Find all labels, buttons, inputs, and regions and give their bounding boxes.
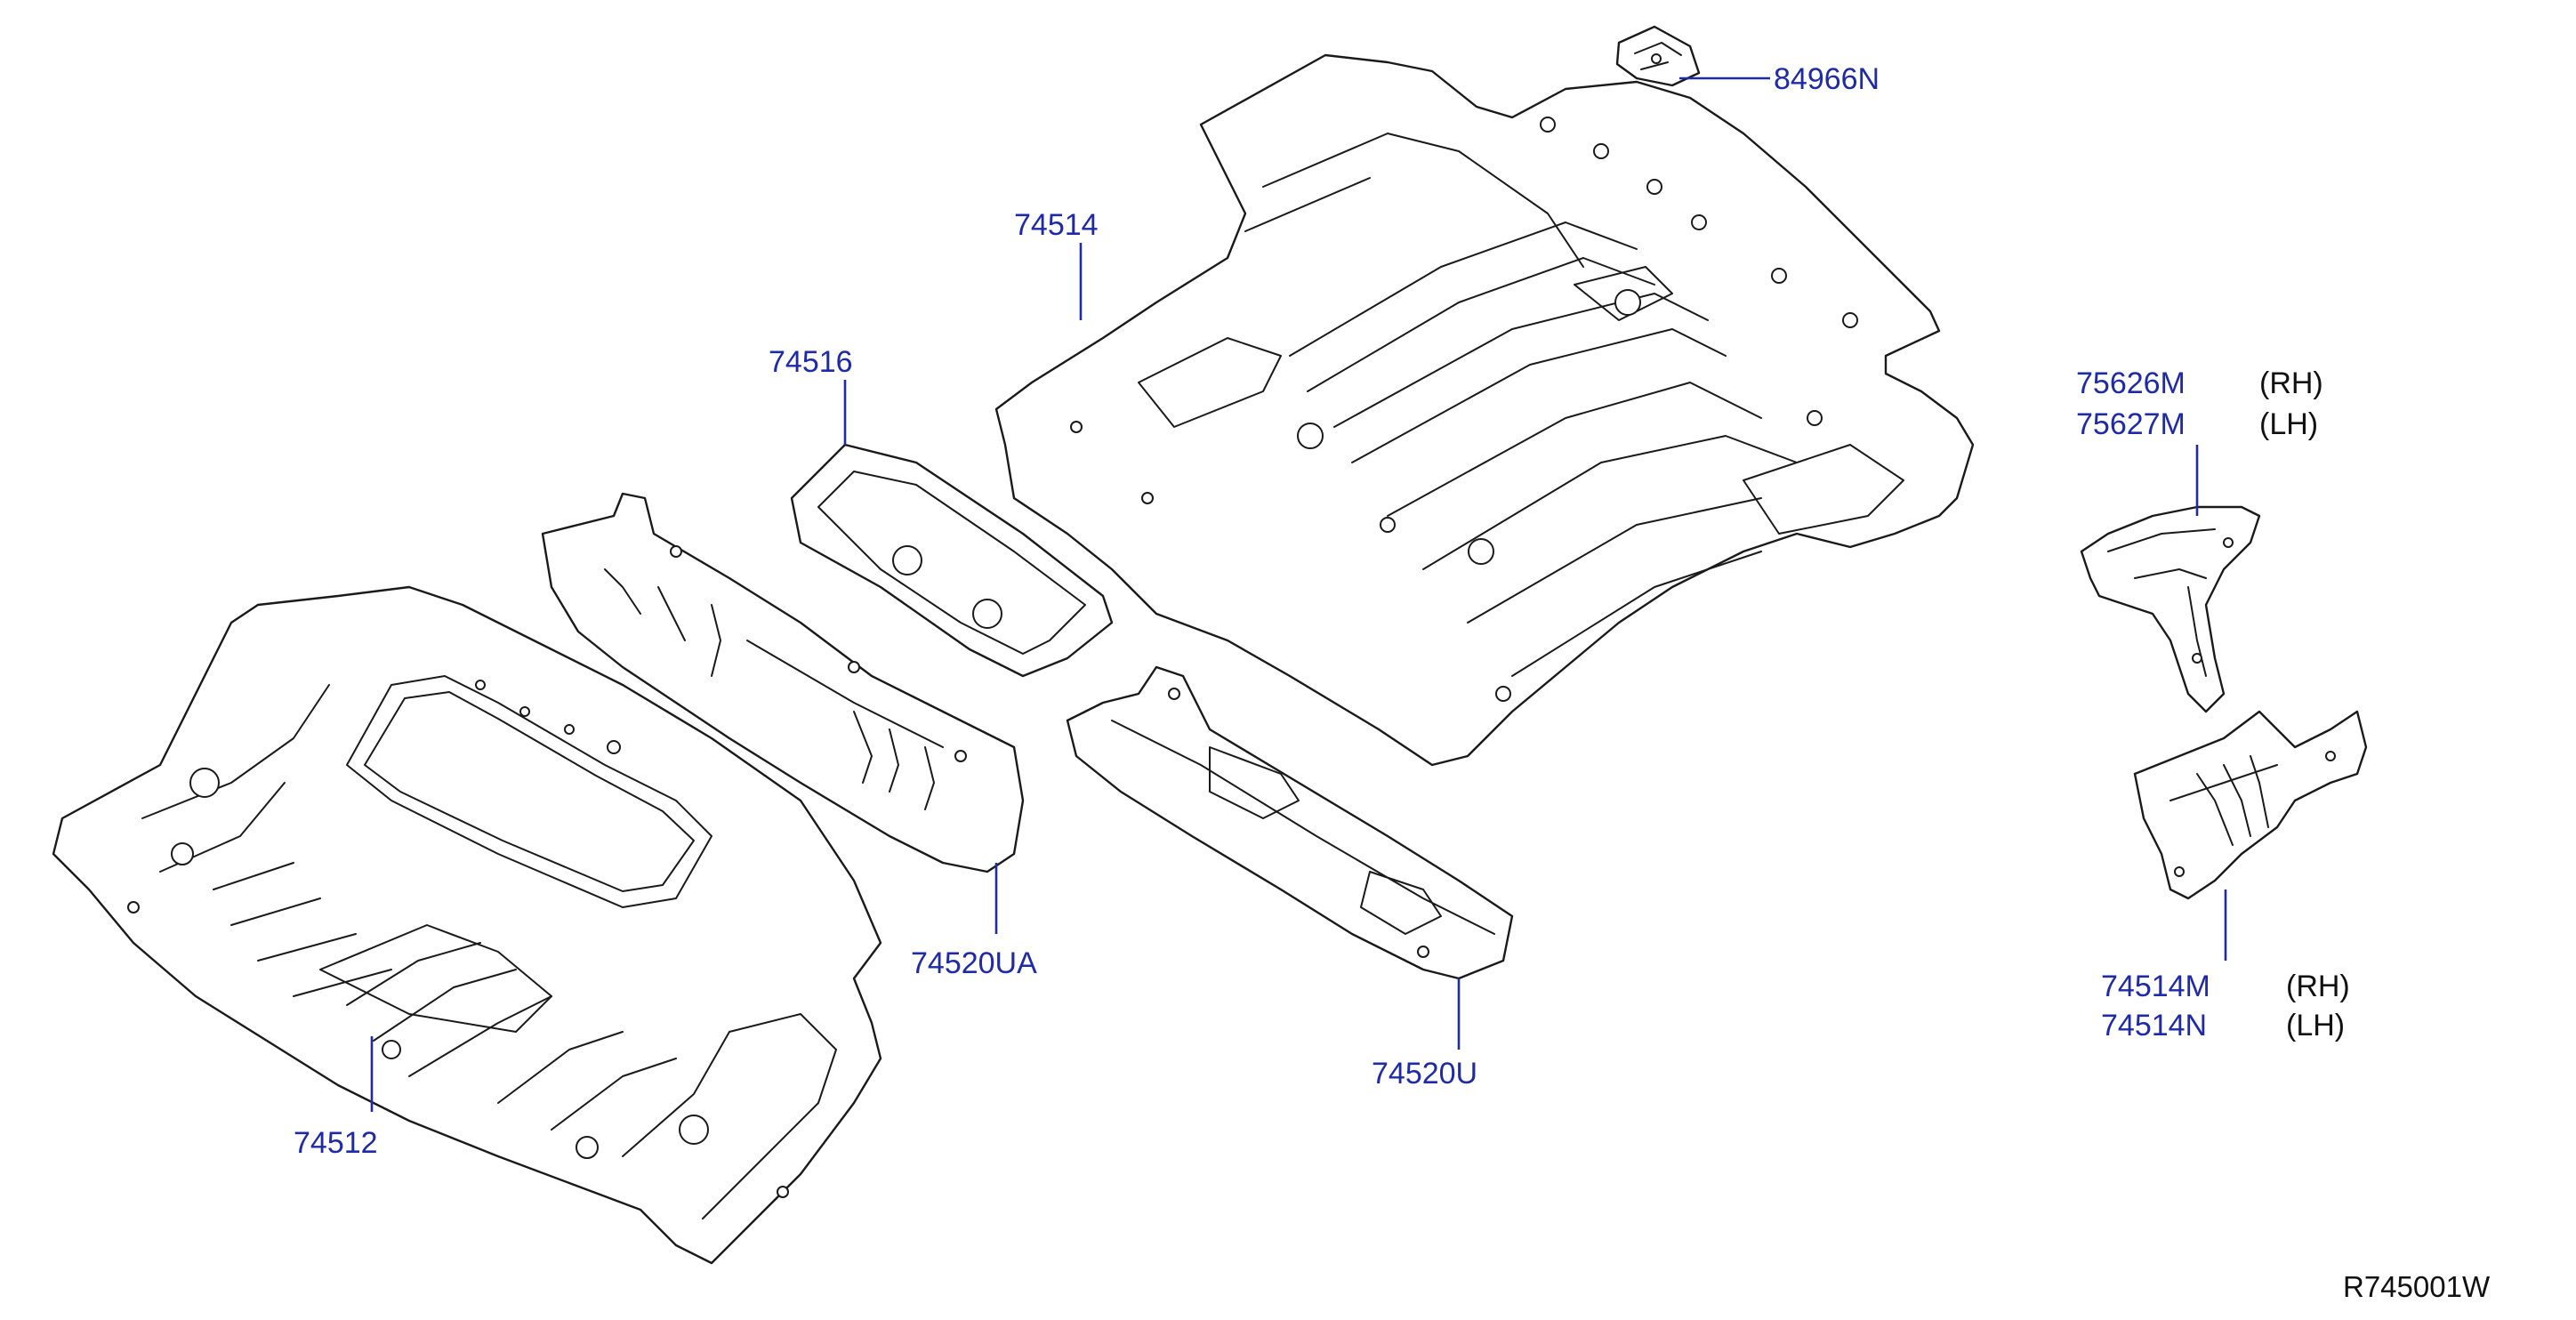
label-74516: 74516 (769, 345, 853, 379)
part-75626m-extension (2080, 505, 2261, 713)
label-74520ua: 74520UA (911, 946, 1037, 980)
label-75626m: 75626M (2076, 366, 2186, 400)
label-74514: 74514 (1014, 208, 1099, 242)
label-rh-74514m: (RH) (2286, 970, 2350, 1003)
part-74512-front-floor (52, 585, 882, 1265)
label-lh-75627m: (LH) (2259, 407, 2319, 441)
part-74514-rear-floor (994, 53, 1975, 767)
leader-lines (370, 76, 2227, 1112)
label-lh-74514n: (LH) (2286, 1009, 2346, 1042)
label-rh-75626m: (RH) (2259, 366, 2323, 400)
label-75627m: 75627M (2076, 407, 2186, 441)
label-74512: 74512 (294, 1126, 378, 1160)
label-74520u: 74520U (1372, 1057, 1478, 1091)
part-74514m-side-panel (2133, 710, 2368, 900)
diagram-code: R745001W (2343, 1270, 2491, 1303)
part-74520ua-crossmember (541, 492, 1025, 873)
part-74520u-crossmember (1066, 665, 1514, 980)
label-74514n: 74514N (2101, 1009, 2208, 1042)
part-84966n-bracket (1615, 25, 1701, 87)
label-84966n: 84966N (1774, 62, 1880, 96)
part-74516-tray (790, 443, 1114, 678)
label-74514m: 74514M (2101, 970, 2210, 1003)
